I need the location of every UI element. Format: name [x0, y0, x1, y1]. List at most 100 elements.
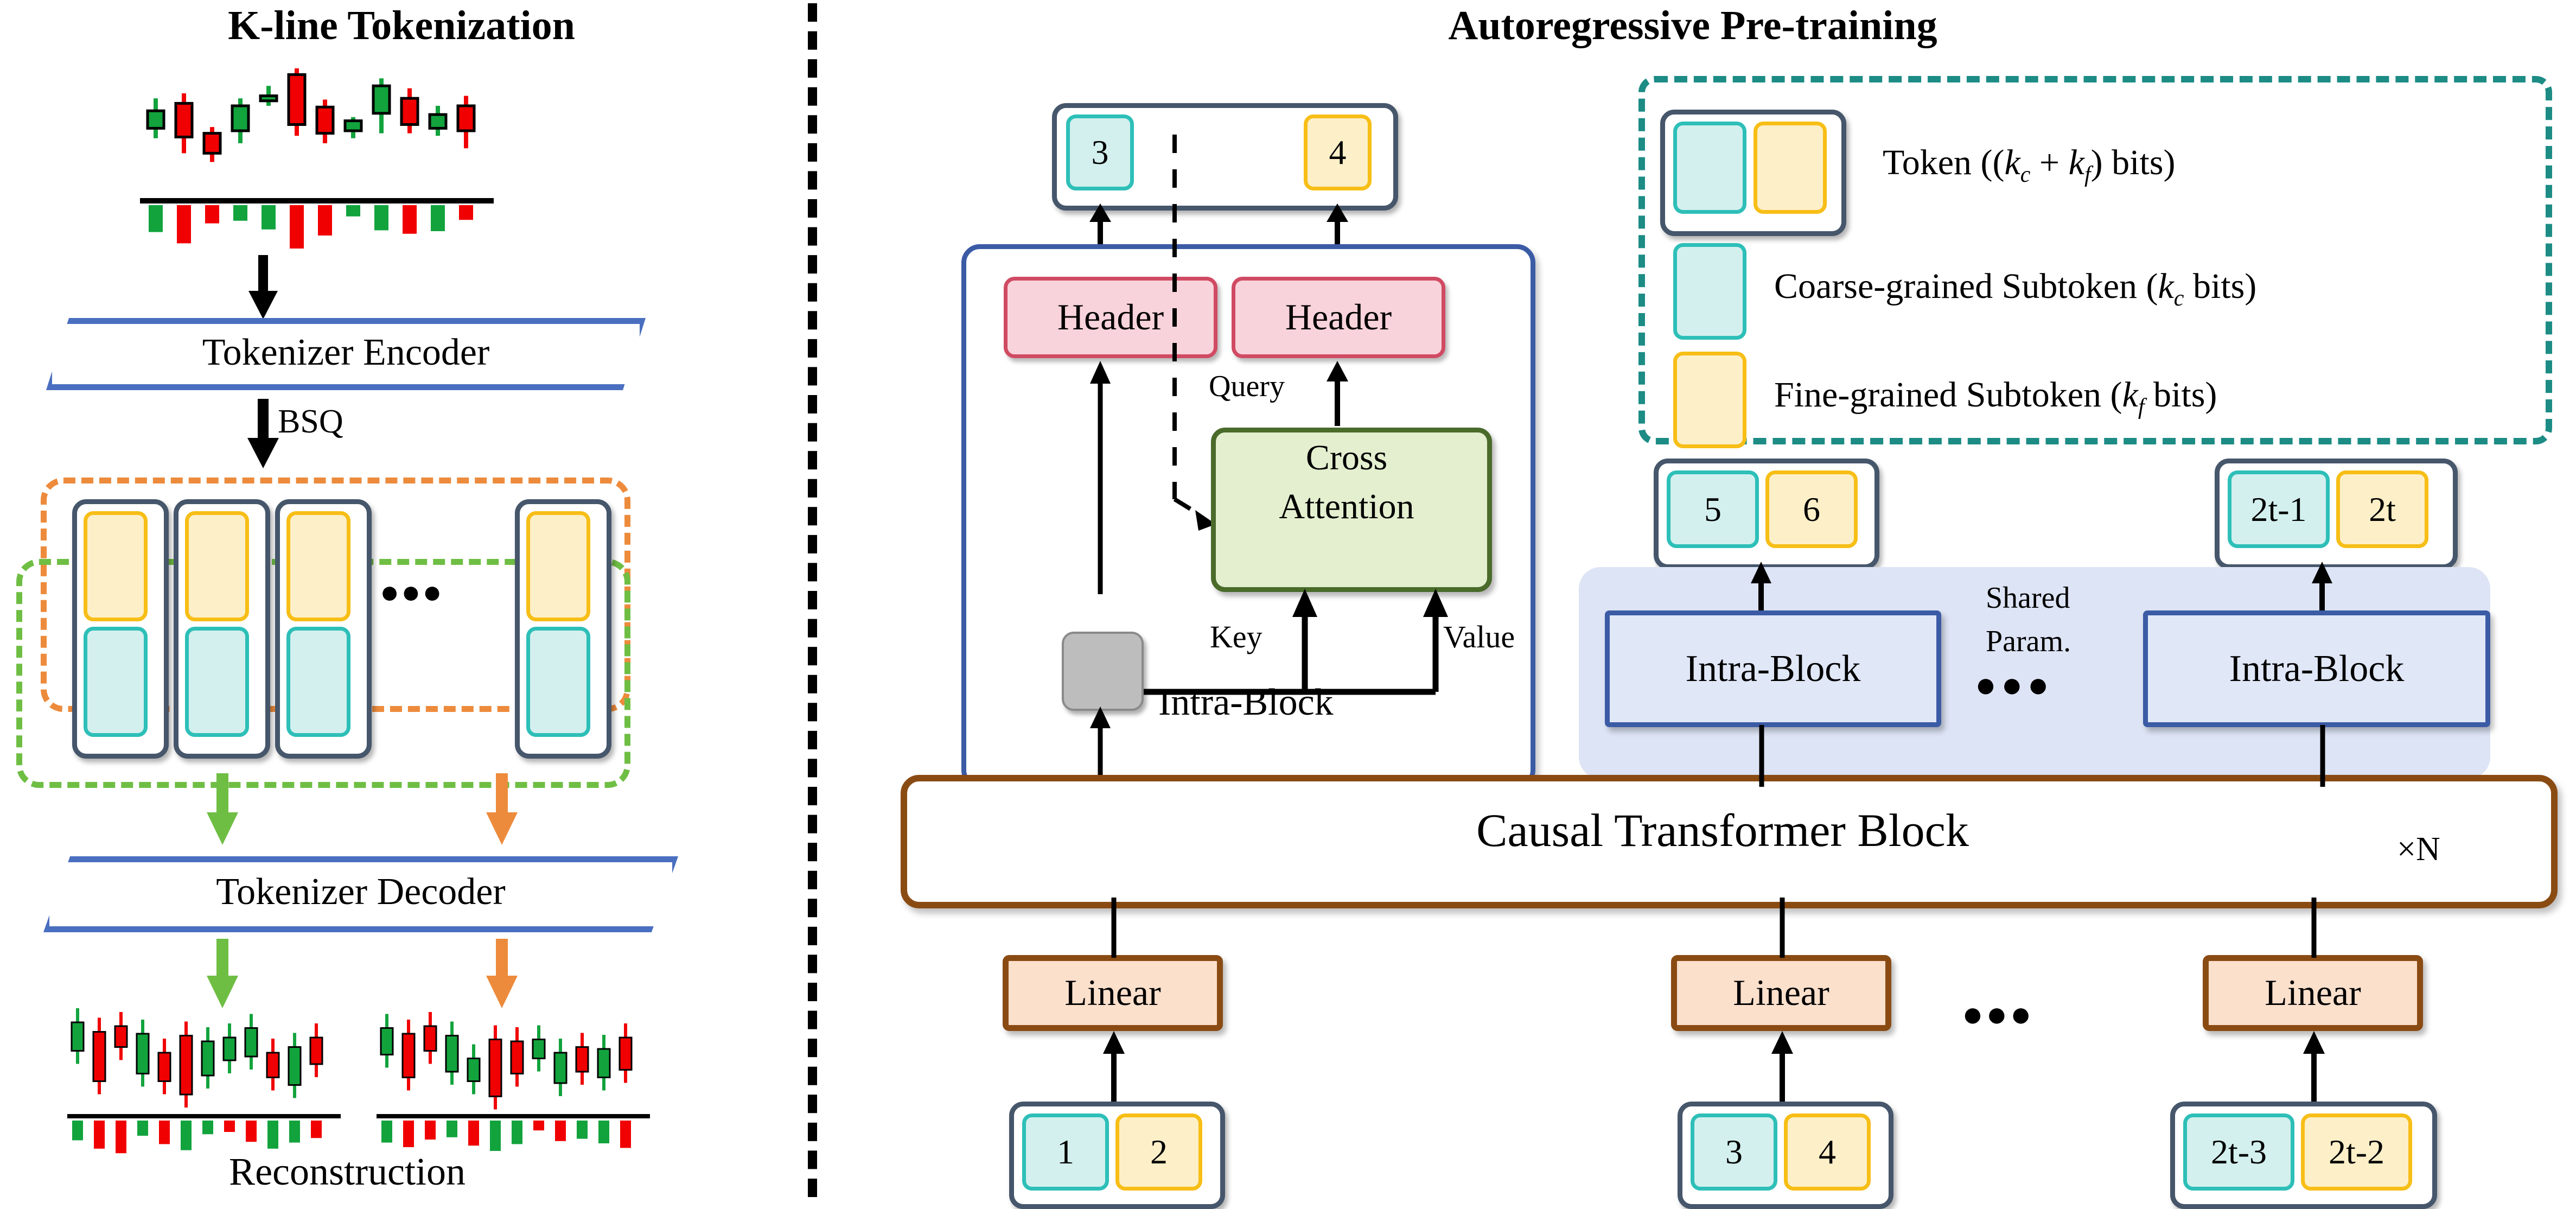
arrow-ctb-to-intrablock1 [1759, 725, 1764, 787]
reconstruction-chart-right [377, 1012, 650, 1151]
fine-subtoken-swatch [286, 511, 350, 621]
input-fine-value: 2t-2 [2328, 1132, 2385, 1171]
query-label: Query [1209, 370, 1285, 403]
arrow-state-to-header1 [1090, 361, 1111, 594]
coarse-subtoken-swatch [84, 627, 148, 737]
linear-label: Linear [2265, 972, 2361, 1014]
panel-divider [808, 3, 817, 1197]
reconstruction-label: Reconstruction [229, 1150, 466, 1193]
reconstruction-chart-left [67, 1008, 341, 1154]
causal-transformer-label: Causal Transformer Block [1476, 804, 1969, 856]
mid-coarse-subtoken: 5 [1667, 470, 1759, 548]
mid-fine-subtoken: 2t [2336, 470, 2428, 548]
mid-fine-subtoken: 6 [1765, 470, 1858, 548]
input-coarse-subtoken: 3 [1691, 1113, 1777, 1191]
mid-fine-value: 6 [1803, 489, 1820, 529]
right-panel-title: Autoregressive Pre-training [1448, 3, 1937, 48]
intra-block-label: Intra-Block [2229, 647, 2405, 690]
arrow-decoder-to-recon-left [207, 939, 238, 1008]
output-coarse-subtoken: 3 [1066, 114, 1134, 190]
input-coarse-value: 1 [1057, 1132, 1074, 1171]
arrow-linear3-to-ctb [2311, 898, 2317, 958]
arrow-coarse-to-decoder [207, 773, 238, 845]
header-box-coarse: Header [1004, 277, 1217, 358]
input-fine-subtoken: 4 [1784, 1113, 1871, 1191]
legend-k1: k [2122, 375, 2138, 415]
legend-text-post: ) bits) [2090, 143, 2176, 182]
input-fine-subtoken: 2t-2 [2301, 1113, 2412, 1191]
arrow-crossattn-to-header2 [1327, 361, 1348, 426]
intra-block-small-1: Intra-Block [1605, 610, 1941, 727]
arrow-token3-to-linear [2303, 1031, 2325, 1102]
tokenizer-encoder-box: Tokenizer Encoder [46, 318, 646, 390]
fine-subtoken-swatch [84, 511, 148, 621]
input-coarse-value: 2t-3 [2210, 1132, 2267, 1171]
legend-box [1638, 76, 2552, 444]
input-coarse-subtoken: 2t-3 [2183, 1113, 2294, 1191]
output-fine-value: 4 [1329, 133, 1347, 171]
repeat-count-label: ×N [2397, 831, 2440, 868]
legend-token-text: Token ((kc + kf) bits) [1883, 142, 2175, 188]
legend-fine-swatch [1754, 122, 1827, 214]
fine-subtoken-swatch [526, 511, 590, 621]
linear-box-2: Linear [1671, 955, 1891, 1031]
legend-plus: + [2030, 143, 2069, 182]
shared-param-ellipsis: ● ● ● [1975, 665, 2049, 705]
input-fine-subtoken: 2 [1115, 1113, 1202, 1191]
linear-label: Linear [1733, 972, 1829, 1014]
arrow-linear1-to-ctb [1111, 898, 1117, 958]
legend-fine-only-swatch [1673, 352, 1746, 448]
input-coarse-subtoken: 1 [1022, 1113, 1109, 1191]
hidden-state-box [1062, 632, 1144, 711]
legend-text-post: bits) [2144, 375, 2217, 415]
input-fine-value: 2 [1150, 1132, 1168, 1171]
input-fine-value: 4 [1819, 1132, 1836, 1171]
coarse-subtoken-swatch [286, 627, 350, 737]
legend-k2: k [2068, 143, 2084, 182]
coarse-subtoken-swatch [185, 627, 249, 737]
arrow-linear2-to-ctb [1780, 898, 1785, 958]
arrow-fine-to-decoder [486, 773, 518, 845]
mid-coarse-value: 2t-1 [2250, 489, 2307, 529]
tokenizer-encoder-label: Tokenizer Encoder [202, 332, 490, 373]
intra-block-label: Intra-Block [1685, 647, 1861, 690]
legend-coarse-text: Coarse-grained Subtoken (kc bits) [1774, 266, 2256, 311]
original-kline-chart [140, 68, 494, 249]
arrow-token2-to-linear [1771, 1031, 1793, 1102]
coarse-subtoken-swatch [526, 627, 590, 737]
arrow-ctb-to-intrablock2 [2320, 725, 2325, 787]
mid-coarse-subtoken: 2t-1 [2228, 470, 2330, 548]
header-label: Header [1285, 296, 1392, 338]
header-box-fine: Header [1232, 277, 1445, 358]
arrow-encoder-to-bsq [247, 399, 279, 468]
left-token-ellipsis: ● ● ● [380, 574, 442, 610]
fine-subtoken-swatch [185, 511, 249, 621]
arrow-decoder-to-recon-right [486, 939, 518, 1008]
value-label: Value [1443, 619, 1515, 654]
causal-transformer-block [901, 775, 2558, 908]
linear-box-3: Linear [2203, 955, 2423, 1031]
intra-block-small-2: Intra-Block [2143, 610, 2490, 727]
legend-sub1: c [2173, 286, 2184, 311]
output-coarse-value: 3 [1091, 133, 1109, 171]
legend-fine-text: Fine-grained Subtoken (kf bits) [1774, 374, 2217, 420]
tokenizer-decoder-label: Tokenizer Decoder [216, 871, 506, 913]
linear-row-ellipsis: ● ● ● [1962, 995, 2032, 1034]
legend-k1: k [2004, 143, 2020, 182]
legend-text-pre: Token (( [1883, 143, 2005, 182]
legend-text-pre: Fine-grained Subtoken ( [1774, 375, 2122, 415]
mid-coarse-value: 5 [1704, 489, 1721, 529]
arrow-chart-to-encoder [248, 255, 278, 319]
linear-box-1: Linear [1003, 955, 1223, 1031]
header-label: Header [1057, 296, 1164, 338]
input-coarse-value: 3 [1725, 1132, 1743, 1171]
legend-coarse-only-swatch [1673, 243, 1746, 340]
tokenizer-decoder-box: Tokenizer Decoder [43, 856, 678, 932]
legend-k1: k [2158, 266, 2174, 306]
legend-coarse-swatch [1673, 122, 1746, 214]
left-panel-title: K-line Tokenization [228, 3, 575, 48]
mid-fine-value: 2t [2369, 489, 2396, 529]
output-fine-subtoken: 4 [1304, 114, 1372, 190]
legend-sub1: c [2020, 162, 2031, 188]
shared-param-line1: Shared [1986, 581, 2070, 615]
